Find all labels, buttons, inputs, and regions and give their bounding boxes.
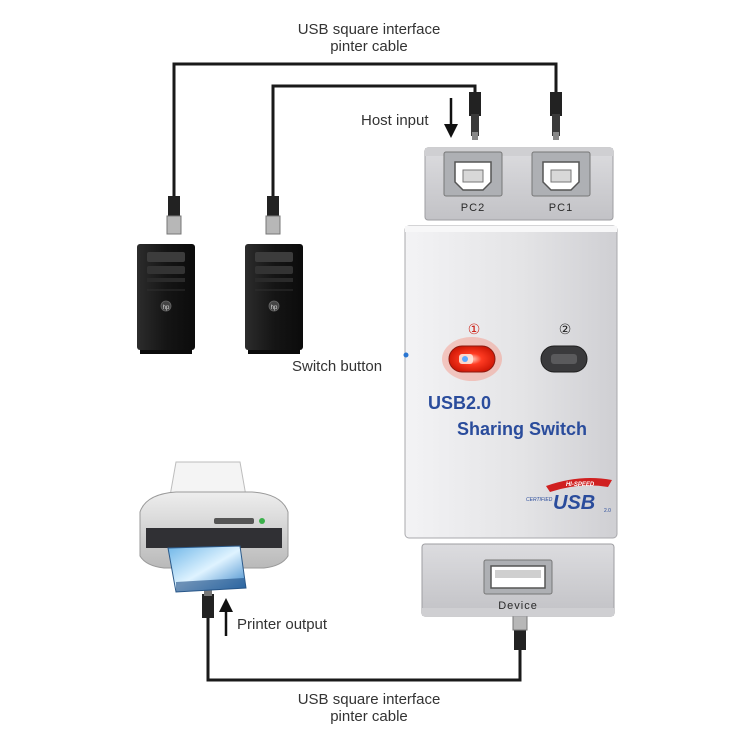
computer-tower-right: hp [245,244,303,354]
usb-a-plug-device [512,613,528,650]
printer [139,461,289,593]
top-cable-long [172,62,558,200]
usb-logo-text: USB [553,492,595,514]
switch-housing [404,225,618,539]
switch-button-indicator-dot [403,352,409,358]
switch-button-label: Switch button [292,358,383,375]
top-cable-short [271,84,477,200]
switch-button-2[interactable] [540,345,588,373]
usb-b-port-pc2[interactable] [443,151,503,197]
bottom-cable-label-line2: pinter cable [330,708,408,725]
host-input-label: Host input [361,112,429,129]
top-cable-label: USB square interface pinter cable [298,21,441,55]
usb-logo-version: 2.0 [604,508,611,514]
top-cable-label-line2: pinter cable [330,38,408,55]
usb-b-plug-pc2 [469,92,481,140]
bottom-cable-label-line1: USB square interface [297,691,441,708]
usb-b-plug-pc1 [550,92,562,140]
port-label-pc1: PC1 [549,202,573,214]
switch-button-1-active[interactable] [442,337,502,381]
device-title-line2: Sharing Switch [457,419,587,439]
host-input-arrow [444,98,458,138]
printer-output-label: Printer output [237,616,328,633]
usb-b-plug-printer [202,586,214,618]
usb-logo-certified: CERTIFIED [526,497,553,503]
usb-logo-banner: HI-SPEED [566,482,595,488]
port-label-pc2: PC2 [461,202,485,214]
bottom-cable-label: USB square interface pinter cable [298,691,441,725]
bottom-cable [206,615,522,682]
top-cable-label-line1: USB square interface [297,21,441,38]
port-label-device: Device [498,600,538,612]
computer-tower-left: hp [137,244,195,354]
usb-a-plug-right [265,196,281,235]
device-title-line1: USB2.0 [428,393,491,413]
button1-marker: ① [468,322,481,338]
usb-b-port-pc1[interactable] [531,151,591,197]
hp-logo-left: hp [163,305,170,311]
usb-certified-logo: HI-SPEED CERTIFIED USB 2.0 [526,478,612,514]
hp-logo-right: hp [271,305,278,311]
usb-a-port-device[interactable] [483,559,553,595]
printer-output-arrow [219,598,233,636]
usb-a-plug-left [166,196,182,235]
button2-marker: ② [559,322,572,338]
